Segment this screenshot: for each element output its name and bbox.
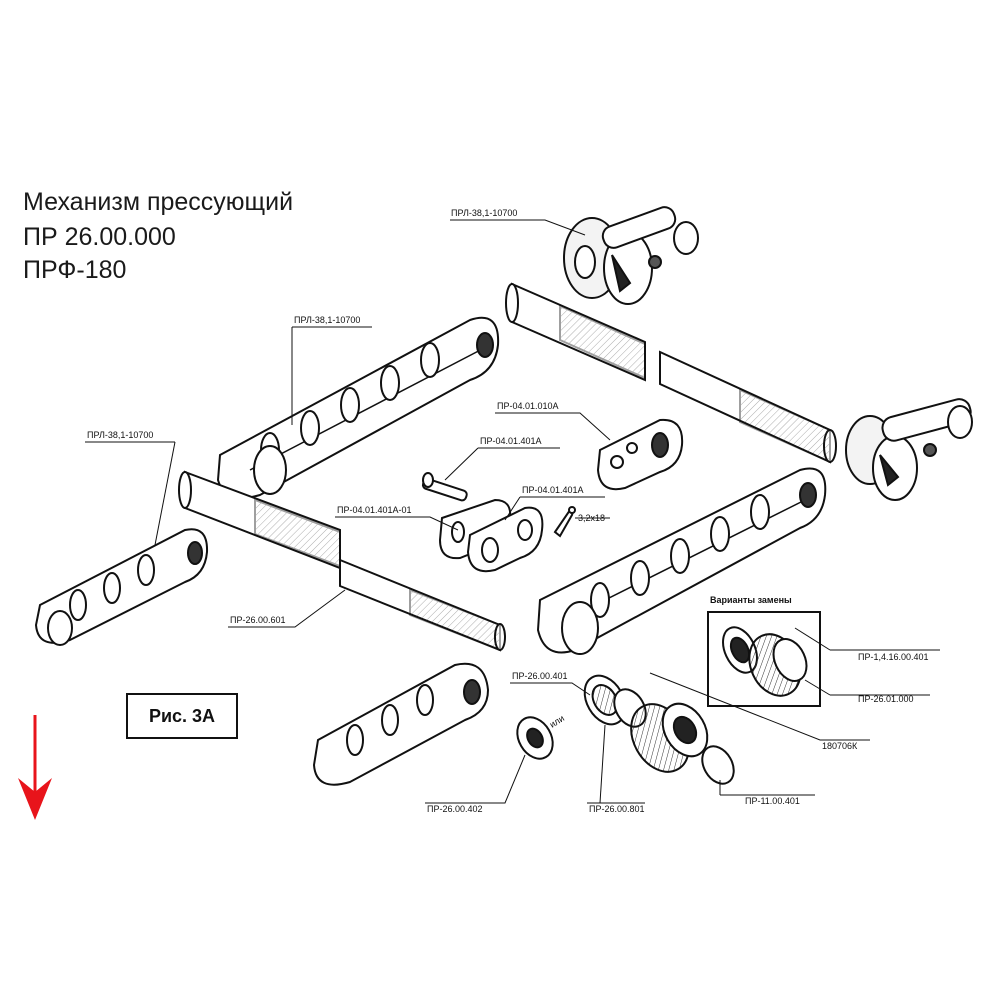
title-line-3: ПРФ-180 [23, 256, 127, 284]
replacement-variants-box: Варианты замены [707, 595, 821, 707]
label-sprocket-801: ПР-26.00.801 [589, 804, 645, 814]
washer-402 [516, 716, 554, 760]
label-plate-401a-01: ПР-04.01.401А-01 [337, 505, 412, 515]
cotter-pin [553, 506, 576, 538]
label-pin-401a: ПР-04.01.401А [480, 436, 542, 446]
chain-segment-left [34, 528, 209, 646]
part-labels: ПРЛ-38,1-10700 ПРЛ-38,1-10700 ПРЛ-38,1-1… [87, 208, 929, 814]
chain-end-link-right [845, 398, 973, 501]
pin-401a [421, 472, 468, 502]
label-bearing-180706k: 180706К [822, 741, 858, 751]
plate-010a [596, 418, 684, 491]
arrow-down-icon [18, 715, 52, 820]
figure-label: Рис. 3А [148, 705, 216, 726]
label-cotter-pin: 3,2х18 [578, 513, 605, 523]
label-chain-left: ПРЛ-38,1-10700 [87, 430, 153, 440]
label-chain-top-middle: ПРЛ-38,1-10700 [294, 315, 360, 325]
or-label: или [548, 713, 566, 730]
chain-long-right [536, 467, 827, 655]
label-ring-11-401: ПР-11.00.401 [745, 796, 800, 806]
label-spacer-401: ПР-26.00.401 [512, 671, 568, 681]
plate-401a [466, 506, 544, 573]
chain-segment-bottom [312, 662, 490, 786]
label-shaft-601: ПР-26.00.601 [230, 615, 286, 625]
shaft-top-right [505, 282, 837, 464]
chain-long-upper [216, 316, 500, 499]
label-washer-402: ПР-26.00.402 [427, 804, 483, 814]
chain-segment-top-right [563, 206, 699, 305]
title-line-1: Механизм прессующий [23, 188, 294, 216]
title-line-2: ПР 26.00.000 [23, 223, 176, 251]
label-bearing-alt-401: ПР-1,4.16.00.401 [858, 652, 929, 662]
ring-11-00-401 [701, 745, 735, 785]
label-chain-top-right: ПРЛ-38,1-10700 [451, 208, 517, 218]
figure-label-box: Рис. 3А [126, 693, 238, 739]
label-plate-401a: ПР-04.01.401А [522, 485, 584, 495]
label-bearing-alt-000: ПР-26.01.000 [858, 694, 914, 704]
label-plate-010a: ПР-04.01.010А [497, 401, 559, 411]
shaft-left [178, 470, 506, 652]
sprocket-801 [583, 674, 647, 728]
bearing-180706k [630, 702, 709, 773]
leader-lines [85, 219, 940, 804]
replacement-variants-title: Варианты замены [710, 595, 792, 605]
